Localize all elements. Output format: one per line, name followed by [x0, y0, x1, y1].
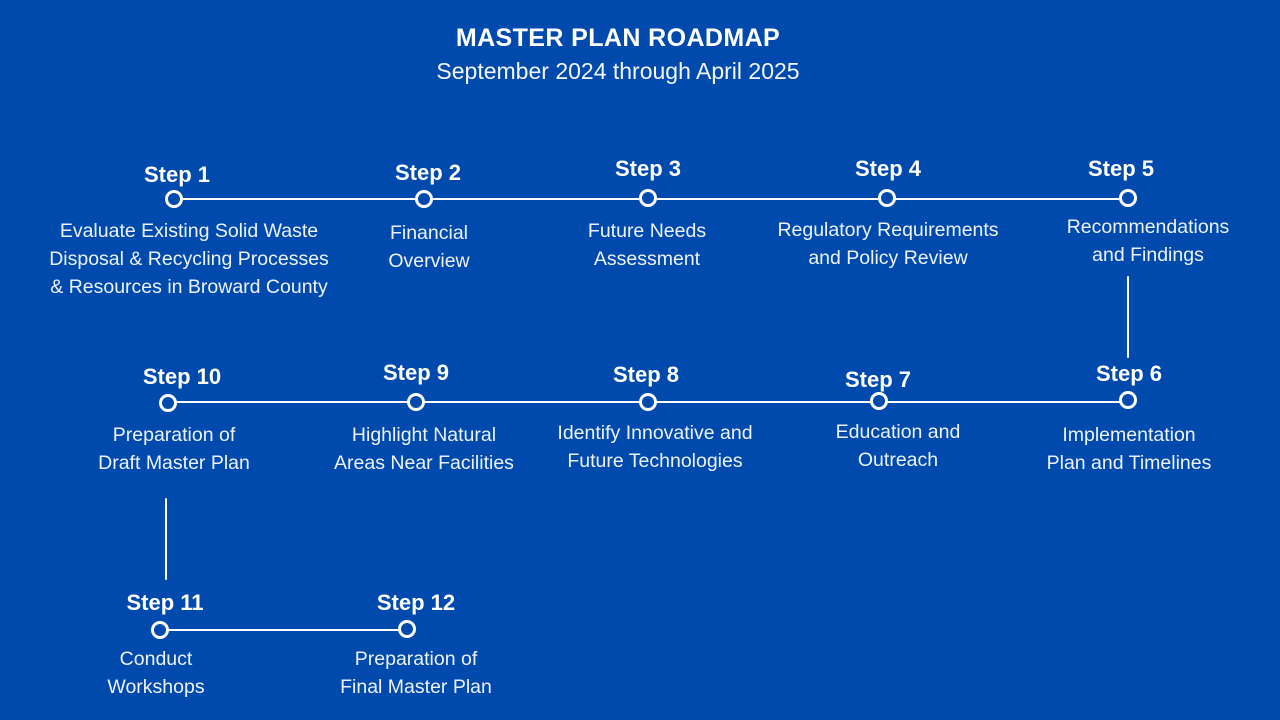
step-5-node-icon — [1119, 189, 1137, 207]
step-3-node-icon — [639, 189, 657, 207]
step-4-label: Step 4 — [854, 156, 922, 181]
step-9-description: Highlight Natural Areas Near Facilities — [334, 424, 514, 474]
step-7-node-icon — [870, 392, 888, 410]
step-1-description: Evaluate Existing Solid Waste Disposal &… — [49, 220, 329, 298]
page-title: MASTER PLAN ROADMAP — [455, 24, 781, 52]
step-1-node-icon — [165, 190, 183, 208]
step-6-label: Step 6 — [1095, 361, 1163, 386]
step-3-label: Step 3 — [614, 156, 682, 181]
step-4-node-icon — [878, 189, 896, 207]
connector-step5-step6-line — [1126, 276, 1130, 358]
timeline-row3-line — [160, 628, 407, 631]
step-1-label: Step 1 — [143, 162, 211, 187]
step-9-label: Step 9 — [382, 360, 450, 385]
step-2-label: Step 2 — [394, 160, 462, 185]
step-11-label: Step 11 — [126, 590, 204, 615]
step-8-node-icon — [639, 393, 657, 411]
step-3-description: Future Needs Assessment — [587, 220, 707, 270]
step-8-label: Step 8 — [612, 362, 680, 387]
step-2-node-icon — [415, 190, 433, 208]
step-6-node-icon — [1119, 391, 1137, 409]
header: MASTER PLAN ROADMAP September 2024 throu… — [0, 22, 1258, 88]
step-5-label: Step 5 — [1087, 156, 1155, 181]
step-9-node-icon — [407, 393, 425, 411]
step-8-description: Identify Innovative and Future Technolog… — [557, 422, 753, 472]
step-4-description: Regulatory Requirements and Policy Revie… — [777, 219, 999, 269]
step-10-node-icon — [159, 394, 177, 412]
step-11-description: Conduct Workshops — [107, 648, 205, 698]
step-2-description: Financial Overview — [388, 222, 470, 272]
step-5-description: Recommendations and Findings — [1066, 216, 1230, 266]
page-subtitle: September 2024 through April 2025 — [436, 58, 800, 84]
step-7-label: Step 7 — [844, 367, 912, 392]
step-12-description: Preparation of Final Master Plan — [340, 648, 492, 698]
step-12-label: Step 12 — [376, 590, 456, 615]
step-10-description: Preparation of Draft Master Plan — [98, 424, 250, 474]
step-7-description: Education and Outreach — [835, 421, 961, 471]
step-12-node-icon — [398, 620, 416, 638]
step-11-node-icon — [151, 621, 169, 639]
step-10-label: Step 10 — [142, 364, 222, 389]
step-6-description: Implementation Plan and Timelines — [1046, 424, 1212, 474]
connector-step10-step11-line — [164, 498, 168, 580]
